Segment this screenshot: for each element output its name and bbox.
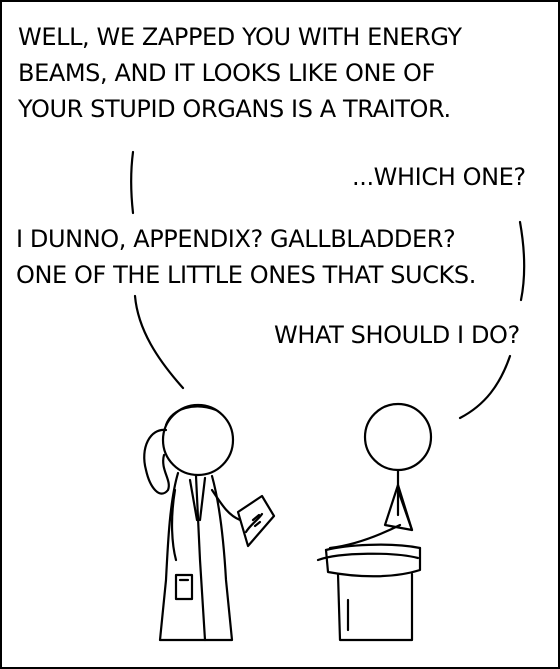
doctor-speech-tail-2	[133, 294, 185, 390]
doctor-head	[161, 403, 235, 477]
doctor-figure	[143, 403, 276, 642]
doctor-ponytail	[143, 428, 170, 495]
patient-speech-1: ...WHICH ONE?	[352, 163, 526, 191]
doctor-speech-tail-1	[130, 150, 135, 215]
doctor-speech-2-line-2: ONE OF THE LITTLE ONES THAT SUCKS.	[16, 261, 476, 289]
doctor-lab-coat	[158, 471, 234, 642]
patient-speech-tail-2	[458, 354, 512, 420]
patient-head	[363, 402, 433, 472]
doctor-coat-pocket	[174, 573, 194, 601]
examination-table	[316, 543, 422, 642]
patient-speech-tail-1	[518, 220, 526, 302]
patient-figure	[328, 402, 433, 550]
doctor-speech-1-line-1: WELL, WE ZAPPED YOU WITH ENERGY	[18, 23, 462, 51]
handheld-scanner	[236, 494, 276, 548]
patient-speech-2: WHAT SHOULD I DO?	[274, 321, 520, 349]
doctor-speech-2-line-1: I DUNNO, APPENDIX? GALLBLADDER?	[16, 225, 456, 253]
doctor-speech-1-line-3: YOUR STUPID ORGANS IS A TRAITOR.	[18, 95, 451, 123]
patient-arm-2	[396, 488, 414, 532]
doctor-speech-1-line-2: BEAMS, AND IT LOOKS LIKE ONE OF	[18, 59, 435, 87]
